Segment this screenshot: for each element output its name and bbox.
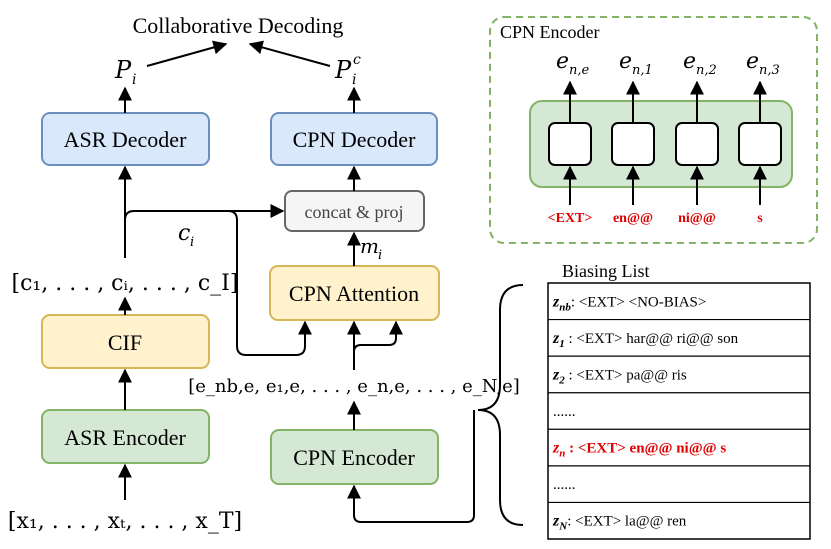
title: Collaborative Decoding (133, 13, 344, 38)
concat-proj-label: concat & proj (305, 202, 404, 222)
svg-text:i: i (190, 235, 194, 250)
bias-row-3: ...... (553, 404, 576, 420)
arrow-pi-to-title (146, 40, 228, 67)
svg-text:c: c (178, 221, 190, 246)
svg-text:i: i (378, 248, 382, 263)
inset-cell-2 (675, 122, 719, 166)
biasing-list-frame (547, 282, 811, 540)
cpn-decoder-label: CPN Decoder (293, 127, 416, 152)
e-sequence: [e_nb,e, e₁,e, . . . , e_n,e, . . . , e_… (188, 376, 520, 397)
bias-row-1: z1 : <EXT> har@@ ri@@ son (552, 330, 739, 350)
inset-input-2: ni@@ (678, 211, 716, 226)
svg-text:P: P (334, 56, 352, 84)
svg-text:i: i (352, 72, 356, 88)
inset-output-0: en,e (556, 49, 590, 78)
biasing-list-rows: znb: <EXT> <NO-BIAS> z1 : <EXT> har@@ ri@… (548, 293, 810, 533)
inset-output-2: en,2 (683, 49, 717, 78)
inset-frame (489, 16, 818, 244)
inset-input-3: s (757, 211, 763, 226)
bias-row-2: z2 : <EXT> pa@@ ris (552, 366, 687, 386)
svg-text:i: i (132, 72, 136, 88)
arrow-pic-to-title (248, 40, 331, 67)
c-i-path (124, 210, 312, 356)
inset-encoder-box (529, 100, 793, 188)
inset-output-3: en,3 (746, 49, 780, 78)
c-i-symbol: c i (178, 221, 194, 250)
m-i-symbol: m i (360, 234, 382, 263)
bias-row-0: znb: <EXT> <NO-BIAS> (552, 293, 706, 313)
inset-cells: en,e <EXT> en,1 en@@ en,2 ni@@ en,3 s (548, 49, 782, 226)
bias-row-6: zN: <EXT> la@@ ren (552, 513, 687, 533)
inset-cell-0 (548, 122, 592, 166)
inset-input-1: en@@ (613, 211, 653, 226)
cif-label: CIF (108, 330, 142, 355)
x-sequence: [x₁, . . . , xₜ, . . . , x_T] (8, 509, 242, 534)
svg-text:c: c (353, 52, 361, 68)
biasing-list-title: Biasing List (562, 261, 650, 281)
inset-output-1: en,1 (619, 49, 653, 78)
inset-cell-1 (611, 122, 655, 166)
bias-row-5: ...... (553, 477, 576, 493)
biasing-list-brace (477, 284, 524, 526)
svg-text:m: m (360, 234, 379, 258)
arrow-e-to-attention-2 (353, 320, 403, 353)
p-i-symbol: P i (114, 56, 136, 88)
asr-decoder-label: ASR Decoder (64, 127, 187, 152)
cpn-attention-label: CPN Attention (289, 281, 419, 306)
inset-cell-3 (738, 122, 782, 166)
asr-encoder-label: ASR Encoder (64, 425, 186, 450)
svg-text:P: P (114, 56, 132, 84)
p-i-c-symbol: P i c (334, 52, 361, 88)
arrow-list-to-cpn-encoder (347, 484, 475, 523)
inset-title: CPN Encoder (500, 22, 599, 42)
c-sequence: [c₁, . . . , cᵢ, . . . , c_I] (12, 271, 239, 296)
inset-input-0: <EXT> (548, 211, 593, 226)
cpn-encoder-label: CPN Encoder (293, 445, 415, 470)
bias-row-4: zn : <EXT> en@@ ni@@ s (552, 440, 726, 460)
